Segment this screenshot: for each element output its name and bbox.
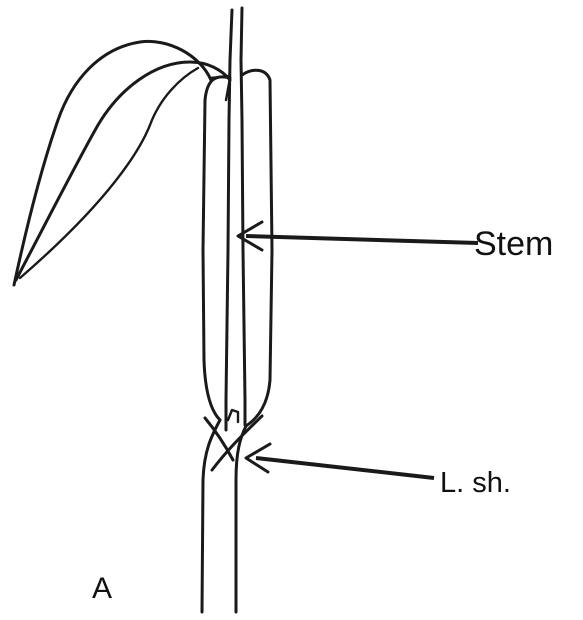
- stem-label: Stem: [474, 225, 553, 263]
- leaf-blade-drawing: [14, 41, 230, 285]
- stem-arrow: [238, 222, 478, 250]
- panel-label: A: [92, 572, 112, 605]
- stem-drawing: [226, 8, 245, 430]
- lower-culm-drawing: [202, 416, 262, 612]
- leaf-sheath-label: L. sh.: [440, 467, 511, 499]
- leaf-sheath-arrow: [246, 444, 434, 478]
